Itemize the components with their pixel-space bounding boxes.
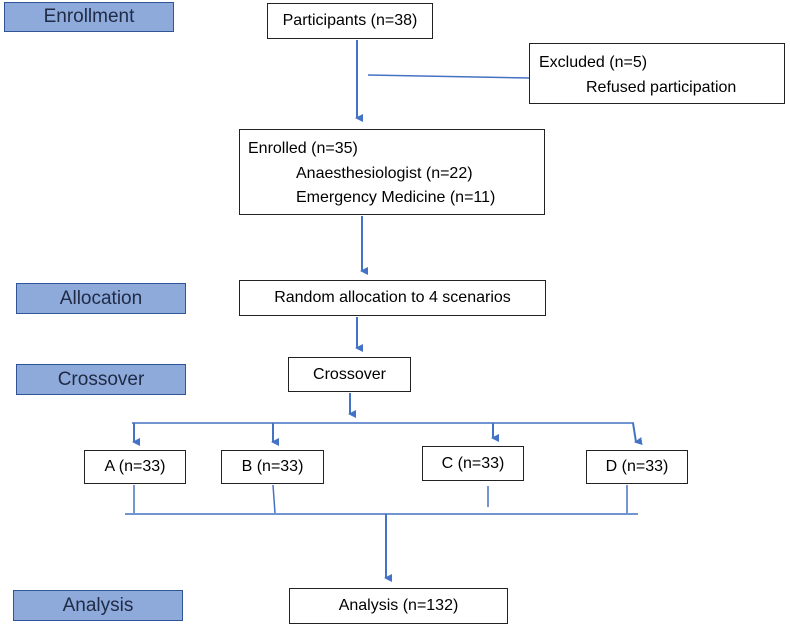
scenario-d-box: D (n=33) (586, 450, 688, 484)
scenario-b-box: B (n=33) (221, 450, 324, 484)
enrolled-emergency-medicine: Emergency Medicine (n=11) (296, 189, 496, 206)
scenario-a-box: A (n=33) (84, 450, 186, 484)
excluded-title: Excluded (n=5) (539, 54, 648, 71)
excluded-reason: Refused participation (586, 79, 737, 96)
enrolled-box: Enrolled (n=35) Anaesthesiologist (n=22)… (239, 129, 545, 215)
enrolled-anaesthesiologist: Anaesthesiologist (n=22) (296, 165, 473, 182)
excluded-box: Excluded (n=5) Refused participation (529, 43, 785, 104)
crossover-box: Crossover (288, 357, 411, 392)
analysis-box: Analysis (n=132) (289, 588, 508, 624)
random-allocation-box: Random allocation to 4 scenarios (239, 280, 546, 316)
enrolled-title: Enrolled (n=35) (248, 140, 358, 157)
stage-label-allocation: Allocation (16, 283, 186, 314)
scenario-c-box: C (n=33) (422, 446, 524, 481)
participants-box: Participants (n=38) (267, 3, 433, 39)
line-to-excluded (367, 74, 530, 79)
line-scenario-b-down (272, 484, 276, 514)
stage-label-enrollment: Enrollment (4, 2, 174, 32)
stage-label-crossover: Crossover (16, 364, 186, 395)
stage-label-analysis: Analysis (13, 590, 183, 621)
arrow-to-scenario-d (632, 422, 643, 446)
